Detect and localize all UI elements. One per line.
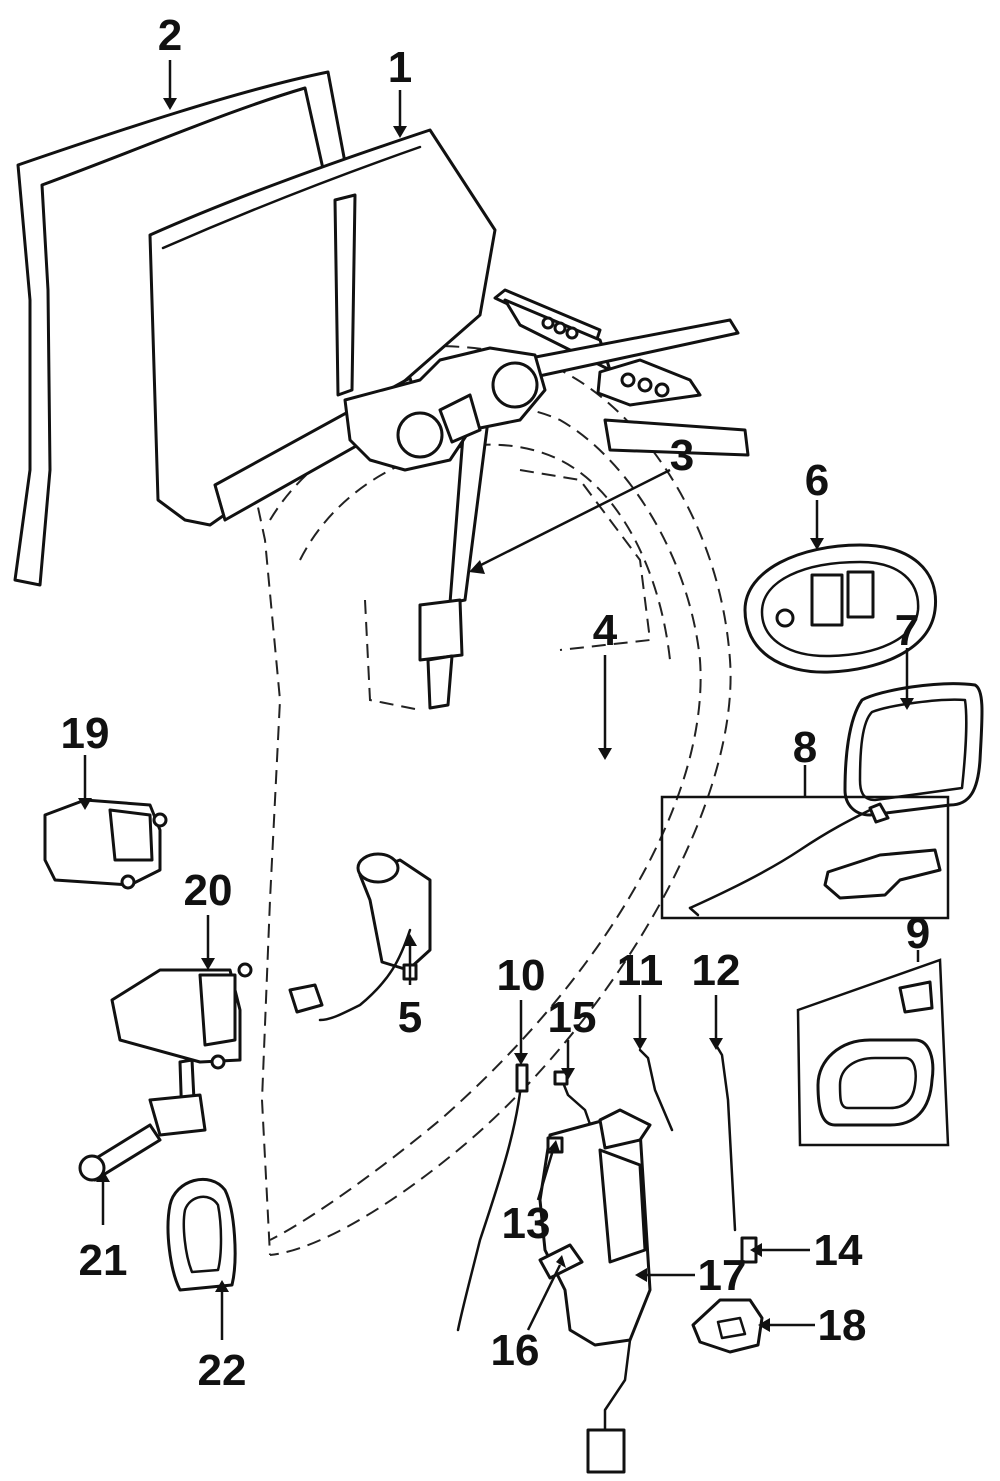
callout-3: 3	[670, 431, 694, 480]
part-8-handle-assembly	[660, 795, 950, 920]
callout-14: 14	[814, 1226, 863, 1275]
callout-4: 4	[593, 606, 618, 655]
part-6-handle-bezel	[743, 543, 938, 674]
part-17-lock-actuator	[538, 1108, 652, 1474]
part-1-door-glass	[148, 128, 497, 527]
callout-7: 7	[895, 606, 919, 655]
door-panel-outline	[234, 345, 732, 1256]
arrowheads	[78, 98, 914, 1332]
part-9-inside-handle	[796, 958, 950, 1147]
callout-20: 20	[184, 866, 233, 915]
part-11-rod	[638, 1048, 674, 1132]
callout-12: 12	[692, 946, 741, 995]
callout-18: 18	[818, 1301, 867, 1350]
callout-16: 16	[491, 1326, 540, 1375]
callout-13: 13	[502, 1199, 551, 1248]
callout-22: 22	[198, 1346, 247, 1395]
callout-2: 2	[158, 11, 182, 60]
part-19-upper-hinge	[43, 798, 168, 890]
part-22-bumper	[166, 1177, 237, 1292]
part-3-run-channel	[418, 398, 492, 710]
callout-15: 15	[548, 993, 597, 1042]
callout-labels: 2 1 3 6 4 7 19 8 20 9 10 11 12 5 15 13 1…	[61, 11, 931, 1395]
part-20-lower-hinge	[110, 962, 253, 1070]
part-21-check-arm	[78, 1058, 207, 1182]
callout-1: 1	[388, 43, 412, 92]
part-15-rod	[553, 1070, 594, 1132]
callout-10: 10	[497, 951, 546, 1000]
part-10-lock-rod	[456, 1063, 529, 1332]
part-12-rod	[714, 1043, 737, 1232]
callout-9: 9	[906, 909, 930, 958]
leader-lines	[83, 60, 920, 1340]
callout-19: 19	[61, 709, 110, 758]
part-4-window-regulator	[343, 288, 750, 472]
part-18-striker	[691, 1298, 764, 1354]
callout-11: 11	[617, 946, 664, 995]
callout-8: 8	[793, 723, 817, 772]
callout-5: 5	[398, 993, 422, 1042]
callout-6: 6	[805, 456, 829, 505]
callout-21: 21	[79, 1236, 128, 1285]
callout-17: 17	[698, 1251, 747, 1300]
part-7-escutcheon	[843, 682, 984, 817]
part-2-glass-run-channel	[13, 70, 370, 587]
